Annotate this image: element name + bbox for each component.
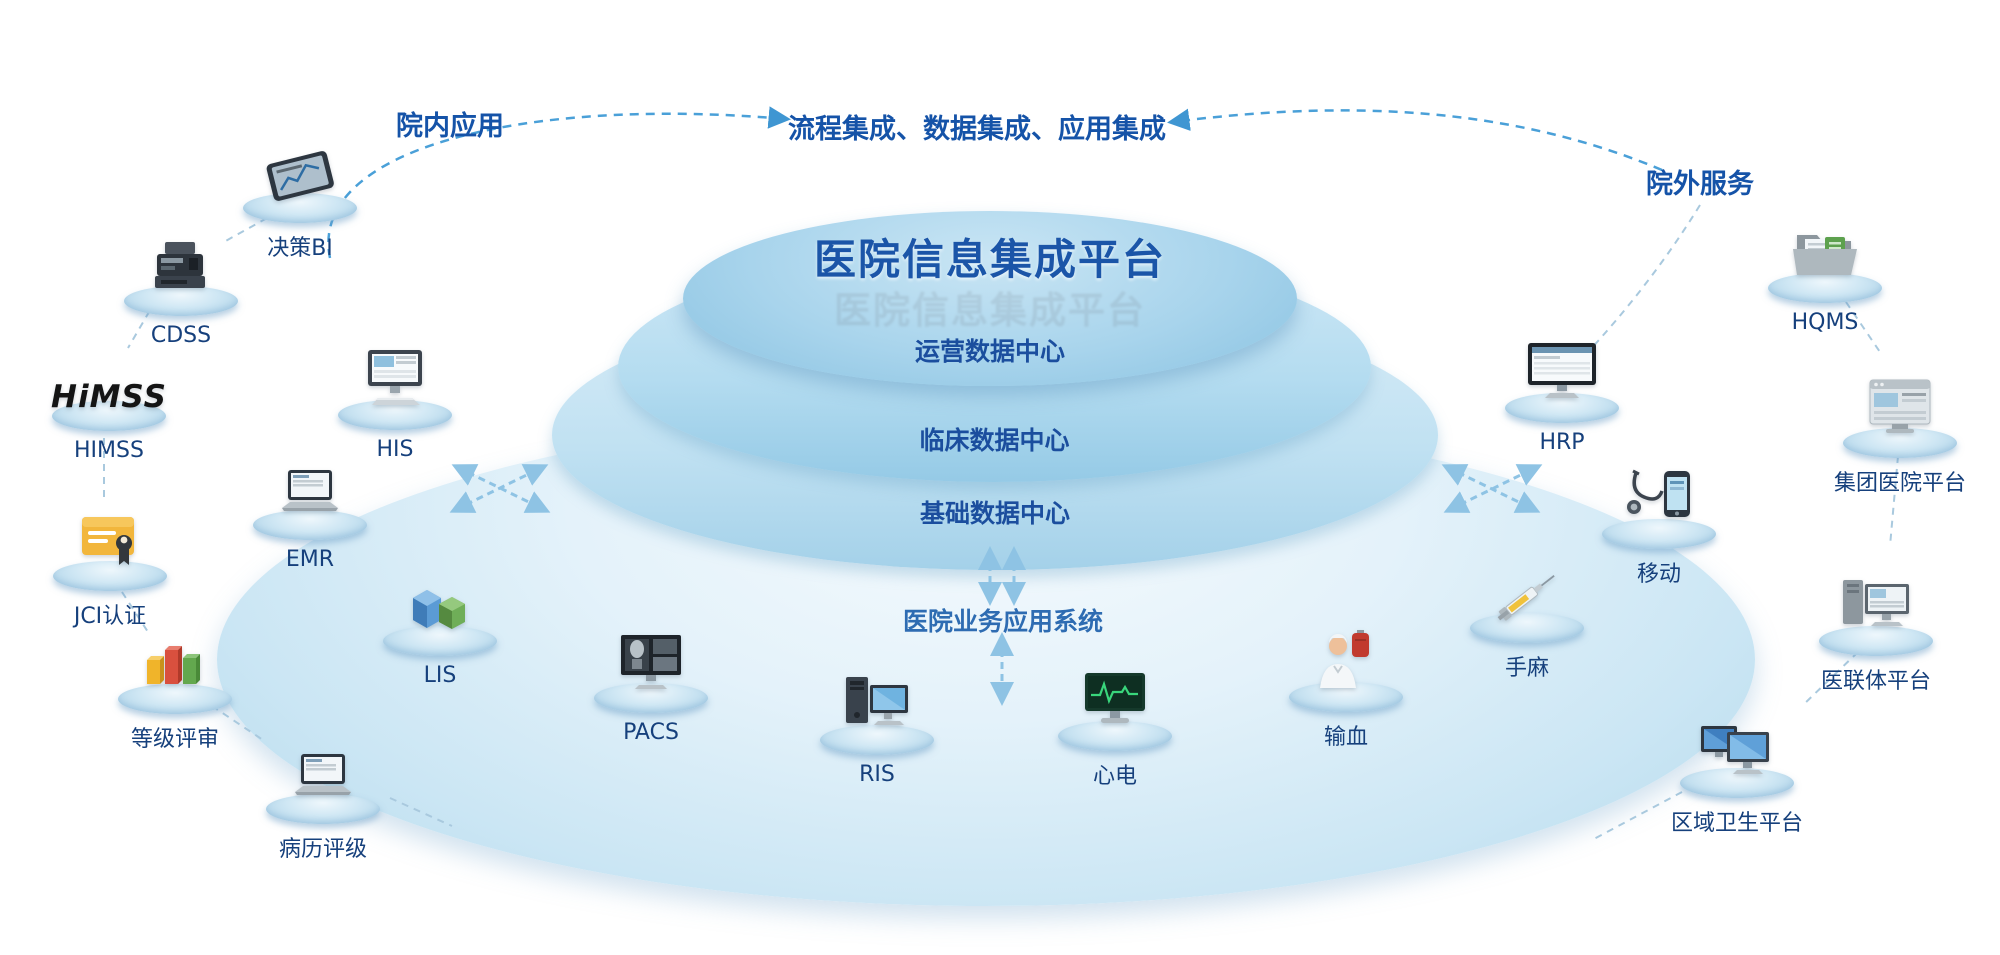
- node-cdss: CDSS: [106, 238, 256, 348]
- bar-chart-icon: [137, 636, 213, 698]
- node-hqms: HQMS: [1750, 223, 1900, 335]
- ecg-monitor-icon: [1077, 671, 1153, 735]
- node-label: HIMSS: [74, 438, 144, 463]
- node-ecg: 心电: [1040, 671, 1190, 790]
- pedestal: [266, 794, 380, 824]
- computer-tower-icon: [1837, 574, 1915, 640]
- layer-label-basic: 基础数据中心: [919, 499, 1070, 528]
- node-label: HQMS: [1791, 310, 1859, 335]
- platform-title-reflection: 医院信息集成平台: [834, 289, 1146, 332]
- layer-label-clinical: 临床数据中心: [919, 426, 1070, 455]
- pedestal: [53, 561, 167, 591]
- node-label: HRP: [1539, 430, 1585, 455]
- node-ris: RIS: [802, 673, 952, 787]
- node-label: LIS: [423, 663, 457, 688]
- node-pacs: PACS: [576, 633, 726, 745]
- node-lis: LIS: [365, 578, 515, 688]
- dual-monitors-icon: [1697, 718, 1777, 782]
- tablet-icon: [260, 145, 340, 207]
- node-regional-health-platform: 区域卫生平台: [1662, 718, 1812, 837]
- node-label: PACS: [623, 720, 679, 745]
- pedestal: [52, 401, 166, 431]
- node-mobile: 移动: [1584, 467, 1734, 588]
- workstation-icon: [838, 673, 916, 739]
- node-group-hospital-platform: 集团医院平台: [1825, 376, 1975, 497]
- header-integration: 流程集成、数据集成、应用集成: [788, 114, 1166, 145]
- node-hrp: HRP: [1487, 341, 1637, 455]
- node-label: EMR: [285, 547, 335, 572]
- node-jci: JCI认证: [35, 511, 185, 630]
- laptop-icon: [272, 466, 348, 524]
- node-label: 区域卫生平台: [1670, 811, 1803, 836]
- pedestal: [820, 725, 934, 755]
- pedestal: [1058, 721, 1172, 751]
- node-label: 集团医院平台: [1833, 471, 1966, 496]
- node-label: 输血: [1323, 725, 1368, 750]
- header-in-hospital: 院内应用: [396, 111, 504, 142]
- base-label-applications: 医院业务应用系统: [902, 607, 1103, 636]
- node-label: 心电: [1092, 764, 1137, 789]
- himss-logo: HiMSS: [51, 379, 167, 415]
- webpage-icon: [1862, 376, 1938, 442]
- node-label: 病历评级: [278, 837, 367, 862]
- printer-icon: [145, 238, 217, 300]
- node-label: CDSS: [150, 323, 212, 348]
- monitor-spreadsheet-icon: [1522, 341, 1602, 407]
- arc-right-to-integration: [1167, 108, 1663, 172]
- pedestal: [1602, 519, 1716, 549]
- node-grade-review: 等级评审: [100, 636, 250, 753]
- syringe-icon: [1487, 563, 1567, 627]
- platform-title: 医院信息集成平台: [813, 235, 1166, 284]
- header-out-hospital: 院外服务: [1646, 169, 1754, 200]
- phone-stethoscope-icon: [1620, 467, 1698, 533]
- pedestal: [383, 626, 497, 656]
- pedestal: [1470, 613, 1584, 643]
- folder-documents-icon: [1787, 223, 1863, 287]
- node-record-rating: 病历评级: [248, 750, 398, 863]
- node-blood-transfusion: 输血: [1271, 630, 1421, 751]
- node-label: HIS: [376, 437, 414, 462]
- pedestal: [253, 510, 367, 540]
- node-label: 决策BI: [267, 236, 333, 261]
- arc-out-service-to-hrp: [1587, 204, 1701, 353]
- laptop-icon: [285, 750, 361, 808]
- nurse-blood-bag-icon: [1310, 630, 1382, 696]
- cubes-icon: [403, 578, 477, 640]
- node-label: 移动: [1636, 562, 1681, 587]
- node-emr: EMR: [235, 466, 385, 572]
- node-label: RIS: [859, 762, 895, 787]
- pedestal: [1819, 626, 1933, 656]
- xray-monitor-icon: [613, 633, 689, 697]
- node-himss: HiMSS HIMSS: [34, 379, 184, 463]
- node-label: 医联体平台: [1820, 669, 1931, 694]
- desktop-computer-icon: [356, 348, 434, 414]
- node-label: 手麻: [1504, 656, 1549, 681]
- node-label: JCI认证: [73, 604, 147, 629]
- node-his: HIS: [320, 348, 470, 462]
- layer-label-operation: 运营数据中心: [914, 337, 1065, 366]
- node-anesthesia: 手麻: [1452, 563, 1602, 682]
- pedestal: [1768, 273, 1882, 303]
- certificate-icon: [74, 511, 146, 575]
- node-label: 等级评审: [130, 727, 219, 752]
- node-medical-alliance-platform: 医联体平台: [1801, 574, 1951, 695]
